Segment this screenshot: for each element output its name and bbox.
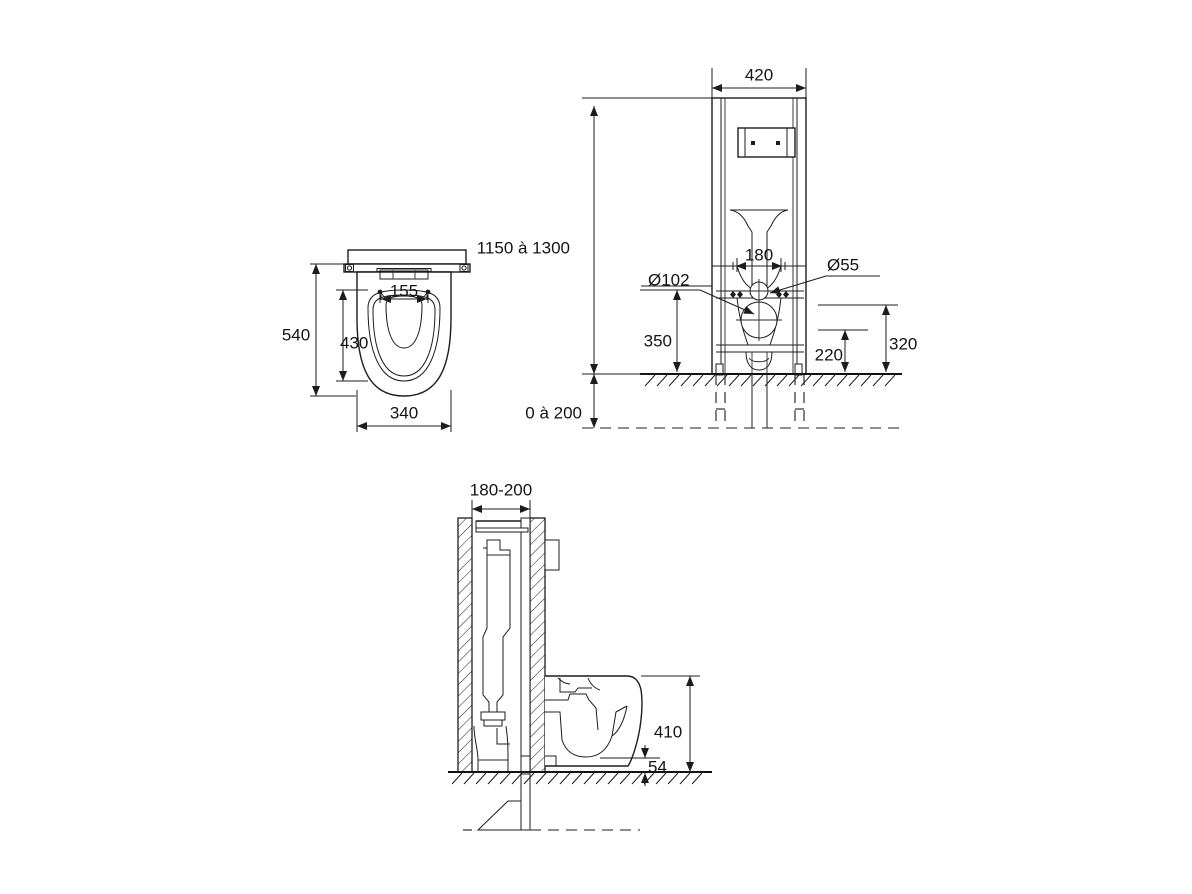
wall-left-leaf [457,517,473,773]
dimension-0-200: 0 à 200 [525,374,598,428]
front-view-group: 420 [477,65,917,429]
dim-label-0-200: 0 à 200 [525,403,582,422]
dim-label-220: 220 [815,345,843,364]
dimension-430: 430 [336,289,368,382]
dim-label-54: 54 [648,757,667,776]
dim-label-1150-1300: 1150 à 1300 [477,238,570,257]
dimension-340: 340 [356,390,452,432]
toilet-pan-profile [545,675,643,767]
wall-right-leaf [529,517,546,773]
dim-label-diameter-55: Ø55 [827,255,859,274]
dim-label-320: 320 [889,334,917,353]
dim-label-340: 340 [390,403,418,422]
dim-label-430: 430 [340,333,368,352]
below-floor-extension [582,374,902,429]
dim-label-155: 155 [390,281,418,300]
underfloor-pipe [463,771,640,831]
dim-label-180: 180 [745,245,773,264]
cistern-internals [473,539,511,772]
dim-label-350: 350 [644,331,672,350]
seat-hinge-block [376,268,432,280]
dimension-155: 155 [377,281,431,303]
fixing-bolts-left [730,291,743,298]
seat-ring-outer [367,289,441,382]
dimension-180: 180 [732,245,786,272]
wall-outlet-spigot [544,539,560,571]
dimension-180-200: 180-200 [470,480,532,520]
dimension-410: 410 [641,675,700,772]
top-view-group: 540 430 155 [282,249,471,432]
dim-label-180-200: 180-200 [470,480,532,499]
dimension-54: 54 [600,745,667,786]
frame-panel-face [520,517,531,773]
dim-label-420: 420 [745,65,773,84]
leader-diameter-55: Ø55 [769,255,880,294]
ground-line-side [448,771,712,785]
side-view-group: 180-200 [448,480,712,831]
dim-label-540: 540 [282,325,310,344]
dimension-320: 320 [818,304,917,372]
dim-label-410: 410 [654,722,682,741]
leader-diameter-102: Ø102 [640,270,755,315]
ground-line-front [640,373,902,387]
dimension-540: 540 [282,263,356,397]
dim-label-diameter-102: Ø102 [648,270,690,289]
dimension-420: 420 [711,65,807,100]
dimension-350: 350 [641,285,712,372]
flush-plate [737,127,796,158]
flush-access-cover [475,520,529,533]
dimension-1150-1300: 1150 à 1300 [477,97,712,375]
dimension-220: 220 [815,329,868,372]
